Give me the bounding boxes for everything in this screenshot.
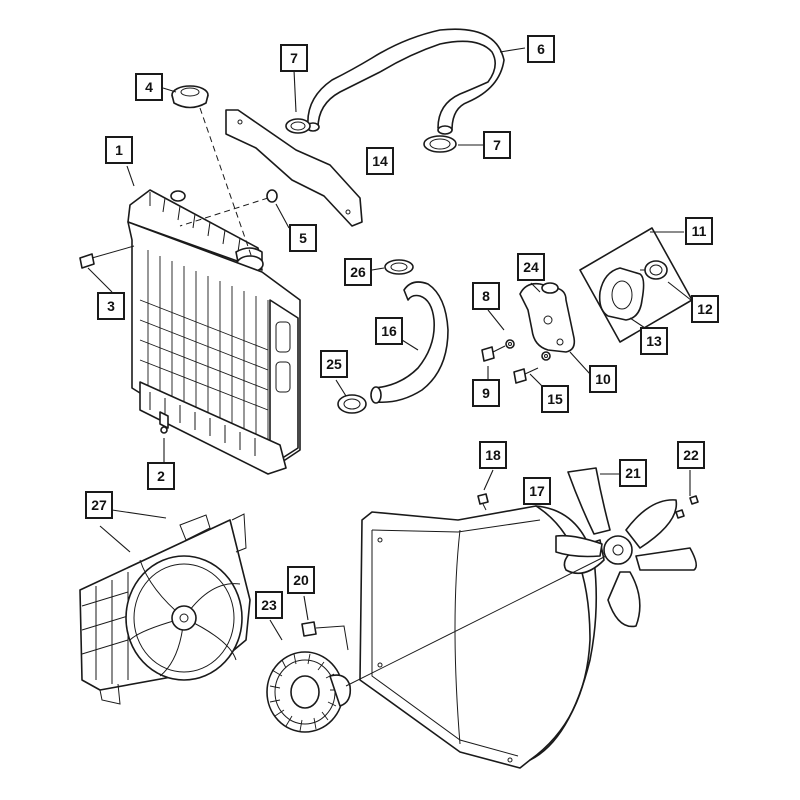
thermostat[interactable] [640,260,668,280]
radiator-bolt[interactable] [79,245,135,269]
svg-text:9: 9 [482,385,490,401]
callout-24: 24 [517,253,545,281]
fan-clutch[interactable] [266,651,352,733]
svg-text:3: 3 [107,298,115,314]
leader-lines [87,47,697,641]
callout-9: 9 [472,379,500,407]
svg-text:26: 26 [350,264,366,280]
svg-text:12: 12 [697,301,713,317]
callout-7-right: 7 [483,131,511,159]
svg-text:6: 6 [537,41,545,57]
thermostat-housing[interactable] [519,282,576,353]
callout-2: 2 [147,462,175,490]
clutch-to-fan-line [345,555,607,687]
hose-clamp-lower-bottom[interactable] [337,394,367,414]
hose-clamp-upper-left[interactable] [285,118,311,134]
radiator-support-bracket[interactable] [225,109,363,227]
callout-13: 13 [640,327,668,355]
svg-text:16: 16 [381,323,397,339]
svg-text:23: 23 [261,597,277,613]
svg-text:17: 17 [529,483,545,499]
svg-text:24: 24 [523,259,539,275]
svg-text:22: 22 [683,447,699,463]
svg-text:25: 25 [326,356,342,372]
svg-text:2: 2 [157,468,165,484]
electric-fan-assembly[interactable] [79,513,251,705]
svg-text:5: 5 [299,230,307,246]
svg-text:1: 1 [115,142,123,158]
callout-5: 5 [289,224,317,252]
clutch-link-line [315,625,349,651]
svg-text:27: 27 [91,497,107,513]
callout-11: 11 [685,217,713,245]
shroud-bolt[interactable] [477,493,489,511]
callout-1: 1 [105,136,133,164]
fan-blade[interactable] [555,467,698,628]
callout-22: 22 [677,441,705,469]
svg-text:10: 10 [595,371,611,387]
callout-18: 18 [479,441,507,469]
callout-15: 15 [541,385,569,413]
drain-cock[interactable] [159,411,169,434]
svg-text:8: 8 [482,288,490,304]
svg-text:15: 15 [547,391,563,407]
clutch-nut[interactable] [301,621,317,637]
callout-7-upper: 7 [280,44,308,72]
svg-text:11: 11 [692,223,707,239]
grommet[interactable] [266,189,278,203]
callout-12: 12 [691,295,719,323]
callout-25: 25 [320,350,348,378]
callout-27: 27 [85,491,113,519]
svg-text:7: 7 [290,50,298,66]
callout-3: 3 [97,292,125,320]
hose-clamp-lower-top[interactable] [384,259,414,275]
callout-26: 26 [344,258,372,286]
callout-6: 6 [527,35,555,63]
svg-text:14: 14 [372,153,388,169]
callout-21: 21 [619,459,647,487]
fan-shroud[interactable] [359,505,598,769]
callout-23: 23 [255,591,283,619]
callout-17: 17 [523,477,551,505]
callout-8: 8 [472,282,500,310]
fan-bolt[interactable] [675,495,699,519]
svg-text:18: 18 [485,447,501,463]
upper-radiator-hose[interactable] [306,28,505,135]
svg-text:4: 4 [145,79,153,95]
svg-text:21: 21 [625,465,641,481]
svg-text:20: 20 [293,572,309,588]
thermostat-gasket[interactable] [598,267,645,321]
hose-clamp-upper-right[interactable] [423,135,457,153]
callout-4: 4 [135,73,163,101]
lower-radiator-hose[interactable] [370,281,449,404]
callout-20: 20 [287,566,315,594]
callout-14: 14 [366,147,394,175]
housing-bolt[interactable] [481,345,539,384]
callout-10: 10 [589,365,617,393]
callout-16: 16 [375,317,403,345]
washer[interactable] [505,339,551,361]
svg-text:7: 7 [493,137,501,153]
svg-text:13: 13 [646,333,662,349]
radiator[interactable] [127,189,301,475]
radiator-cap[interactable] [171,85,209,109]
